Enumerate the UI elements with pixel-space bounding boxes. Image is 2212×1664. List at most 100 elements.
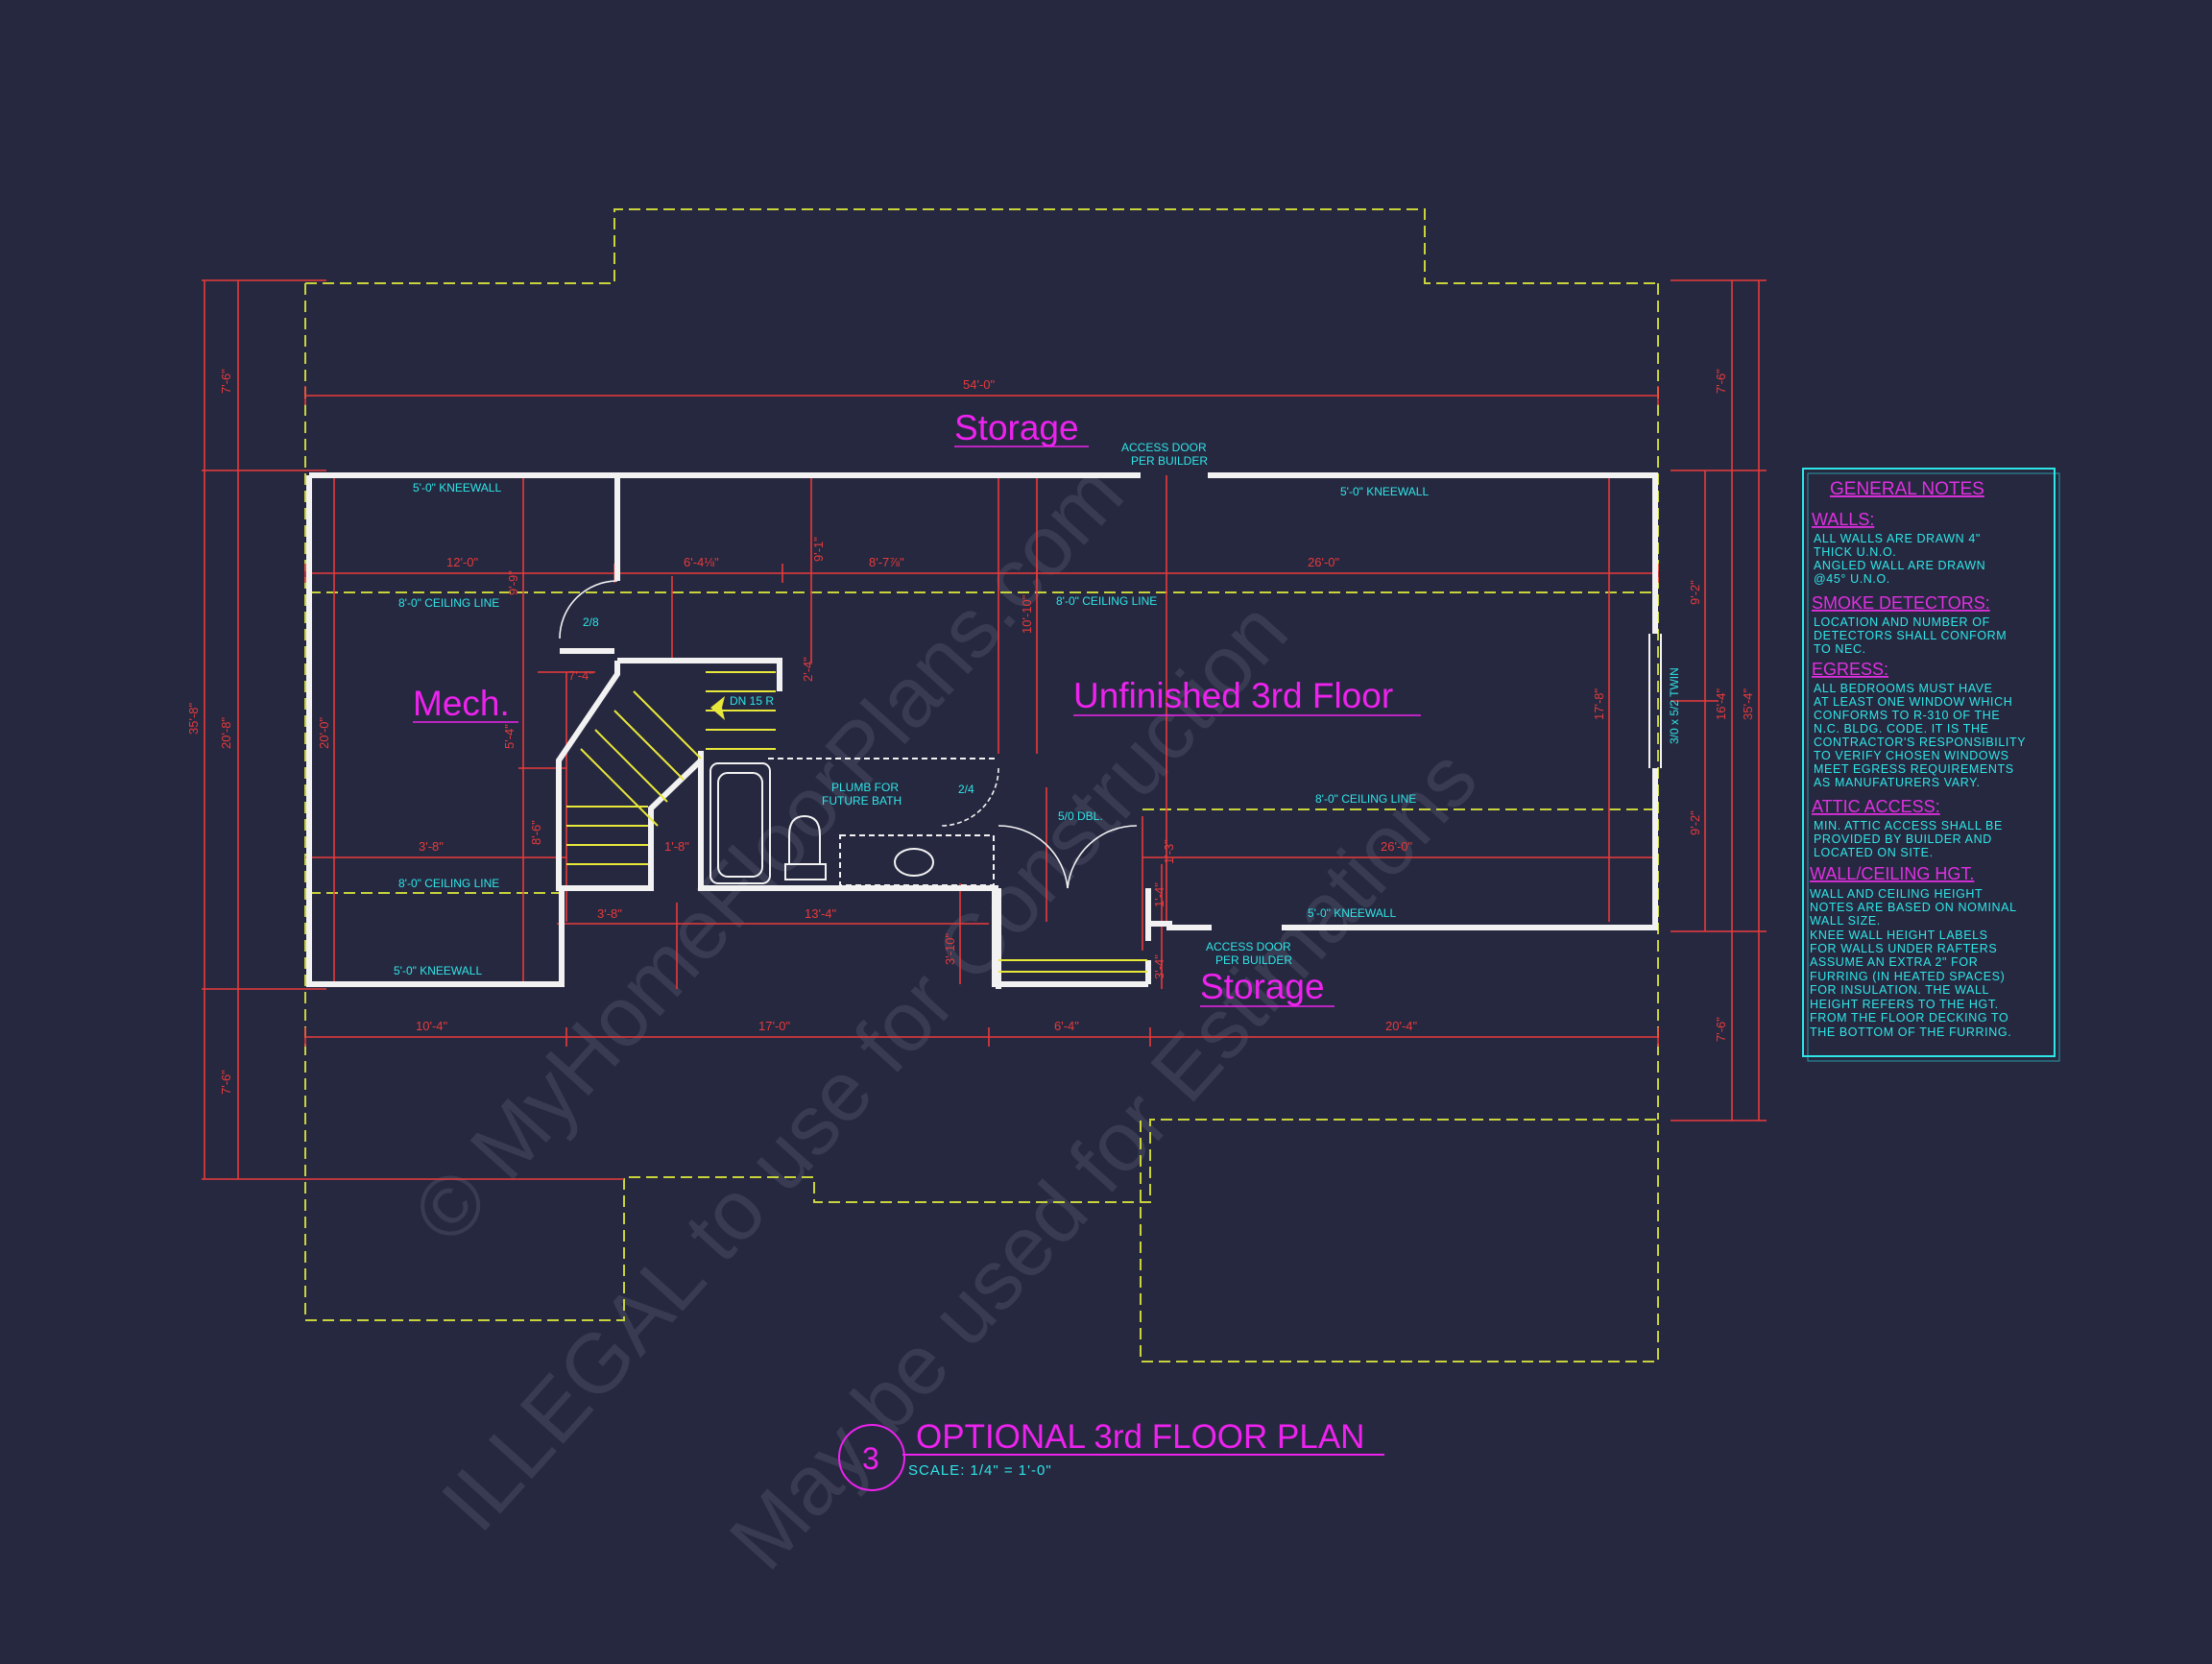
- notes-line: @45° U.N.O.: [1814, 572, 1890, 586]
- notes-line: MEET EGRESS REQUIREMENTS: [1814, 762, 2014, 776]
- room-storage-top: Storage: [954, 408, 1079, 447]
- dim-right-outer: 35'-4": [1741, 687, 1755, 720]
- kneewall-bottom-right: 5'-0" KNEEWALL: [1308, 906, 1396, 920]
- dim-left-inner: 20'-8": [219, 716, 233, 749]
- notes-line: TO NEC.: [1814, 642, 1866, 656]
- notes-line: LOCATION AND NUMBER OF: [1814, 615, 1990, 629]
- notes-line: AT LEAST ONE WINDOW WHICH: [1814, 695, 2012, 709]
- dim-misc: 1'-8": [664, 839, 689, 854]
- kneewall-top-left: 5'-0" KNEEWALL: [413, 481, 501, 494]
- dim-misc: 26'-0": [1381, 839, 1413, 854]
- notes-smoke-head: SMOKE DETECTORS:: [1812, 593, 1990, 613]
- dim-left-bottom: 7'-6": [219, 1070, 233, 1095]
- dim-misc: 3'-4": [1152, 954, 1166, 979]
- dim-misc: 10'-10": [1020, 594, 1034, 634]
- ceiling-line-right: 8'-0" CEILING LINE: [1315, 792, 1416, 806]
- kneewall-top-right: 5'-0" KNEEWALL: [1340, 485, 1429, 498]
- ceiling-line-top-left: 8'-0" CEILING LINE: [398, 596, 499, 610]
- window-label: 3/0 x 5/2 TWIN: [1668, 667, 1681, 744]
- notes-line: AS MANUFATURERS VARY.: [1814, 776, 1981, 789]
- notes-line: PROVIDED BY BUILDER AND: [1814, 832, 1992, 846]
- notes-line: KNEE WALL HEIGHT LABELS: [1810, 928, 1988, 942]
- dim-right-seg-2: 9'-2": [1688, 810, 1702, 835]
- dim-top-seg-2: 6'-4⅛": [684, 555, 719, 569]
- plumb-note-line1: PLUMB FOR: [831, 781, 899, 794]
- notes-line: CONTRACTOR'S RESPONSIBILITY: [1814, 736, 2026, 749]
- notes-line: FOR INSULATION. THE WALL: [1810, 983, 1989, 997]
- plan-number: 3: [862, 1441, 879, 1476]
- notes-line: FURRING (IN HEATED SPACES): [1810, 970, 2005, 983]
- notes-line: TO VERIFY CHOSEN WINDOWS: [1814, 749, 2009, 762]
- notes-line: THE BOTTOM OF THE FURRING.: [1810, 1025, 2011, 1039]
- dimension-lines: [202, 279, 1767, 1180]
- notes-line: DETECTORS SHALL CONFORM: [1814, 629, 2007, 642]
- notes-title: GENERAL NOTES: [1830, 479, 1984, 499]
- walls: [306, 472, 1658, 989]
- dim-misc: 2'-4": [801, 657, 815, 682]
- watermark: © MyHomeFloorPlans.com ILLEGAL to use fo…: [395, 446, 1495, 1587]
- room-storage-bottom: Storage: [1200, 967, 1325, 1006]
- notes-line: ALL WALLS ARE DRAWN 4": [1814, 532, 1981, 545]
- notes-line: ALL BEDROOMS MUST HAVE: [1814, 682, 1993, 695]
- misc-dimensions: 20'-0" 3'-8" 3'-8" 13'-4" 1'-8" 9'-1" 10…: [317, 537, 1606, 979]
- dim-top-seg-3: 8'-7⅞": [869, 555, 904, 569]
- notes-line: WALL AND CEILING HEIGHT: [1810, 887, 1983, 901]
- dim-right-inner: 16'-4": [1714, 687, 1728, 720]
- dim-top-seg-4: 26'-0": [1308, 555, 1340, 569]
- notes-line: THICK U.N.O.: [1814, 545, 1896, 559]
- plan-title: OPTIONAL 3rd FLOOR PLAN: [916, 1418, 1364, 1456]
- room-unfinished: Unfinished 3rd Floor: [1073, 676, 1393, 715]
- stair-label: DN 15 R: [730, 694, 774, 708]
- room-mech: Mech.: [413, 684, 510, 723]
- ceiling-line-bottom-left: 8'-0" CEILING LINE: [398, 877, 499, 890]
- dim-overall-top: 54'-0": [963, 377, 996, 392]
- dim-misc: 8'-6": [529, 820, 543, 845]
- plumb-note-line2: FUTURE BATH: [822, 794, 902, 808]
- dim-bottom-seg-3: 6'-4": [1054, 1019, 1079, 1033]
- general-notes-panel: GENERAL NOTES WALLS: ALL WALLS ARE DRAWN…: [1802, 468, 2060, 1062]
- dim-right-bottom: 7'-6": [1714, 1017, 1728, 1042]
- toilet: [788, 814, 821, 865]
- stair-direction-arrow: [710, 696, 725, 720]
- notes-attic-head: ATTIC ACCESS:: [1812, 797, 1940, 816]
- dim-misc: 9'-9": [506, 570, 520, 595]
- plan-number-circle: [838, 1424, 905, 1491]
- dim-misc: 3'-8": [419, 839, 444, 854]
- notes-line: N.C. BLDG. CODE. IT IS THE: [1814, 722, 1989, 736]
- dim-misc: 7'-4": [568, 668, 593, 683]
- kneewall-bottom-left: 5'-0" KNEEWALL: [394, 964, 482, 977]
- dim-bottom-seg-4: 20'-4": [1385, 1019, 1418, 1033]
- dim-misc: 20'-0": [317, 716, 331, 749]
- sink: [894, 848, 934, 877]
- door-label-24: 2/4: [958, 783, 974, 796]
- dim-misc: 17'-8": [1592, 687, 1606, 720]
- dim-misc: 3'-10": [943, 932, 957, 965]
- dim-right-top: 7'-6": [1714, 369, 1728, 394]
- notes-line: ANGLED WALL ARE DRAWN: [1814, 559, 1985, 572]
- notes-line: NOTES ARE BASED ON NOMINAL: [1810, 901, 2017, 914]
- notes-line: LOCATED ON SITE.: [1814, 846, 1934, 859]
- dim-bottom-seg-2: 17'-0": [758, 1019, 791, 1033]
- access-door-top-line1: ACCESS DOOR: [1121, 441, 1207, 454]
- notes-line: CONFORMS TO R-310 OF THE: [1814, 709, 2000, 722]
- door-label-50: 5/0 DBL.: [1058, 809, 1103, 823]
- access-door-bottom-line1: ACCESS DOOR: [1206, 940, 1291, 953]
- notes-egress-head: EGRESS:: [1812, 660, 1888, 679]
- dim-misc: 5'-4": [502, 724, 517, 749]
- door-label-28: 2/8: [583, 615, 599, 629]
- notes-line: WALL SIZE.: [1810, 914, 1881, 928]
- notes-line: FROM THE FLOOR DECKING TO: [1810, 1011, 2008, 1025]
- notes-height-head: WALL/CEILING HGT.: [1810, 864, 1974, 883]
- bath-fixtures: [709, 762, 995, 886]
- window: [1648, 634, 1662, 768]
- doors: [559, 580, 1138, 889]
- notes-line: MIN. ATTIC ACCESS SHALL BE: [1814, 819, 2003, 832]
- notes-walls-head: WALLS:: [1812, 510, 1874, 529]
- dim-misc: 1'-3": [1162, 839, 1176, 864]
- dim-right-seg-1: 9'-2": [1688, 580, 1702, 605]
- ceiling-line-top-center: 8'-0" CEILING LINE: [1056, 594, 1157, 608]
- dim-misc: 13'-4": [805, 906, 837, 921]
- notes-line: HEIGHT REFERS TO THE HGT.: [1810, 998, 1999, 1011]
